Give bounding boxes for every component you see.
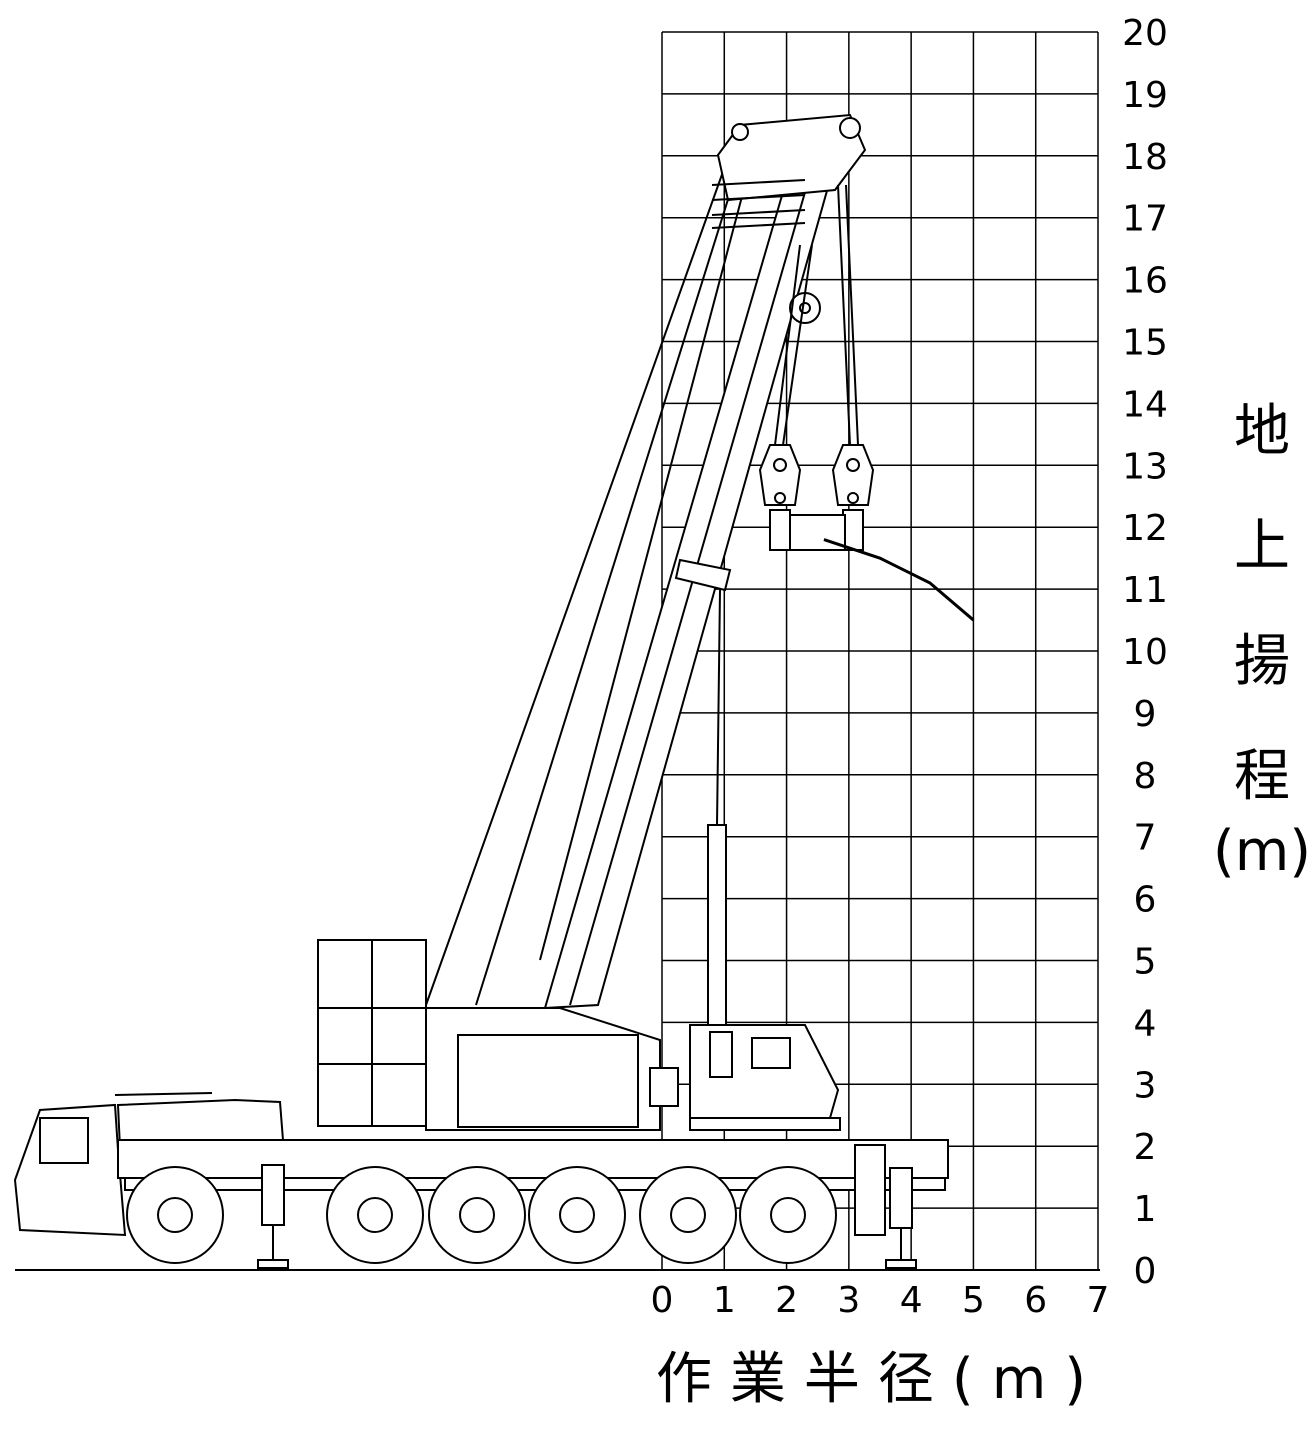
- hoist-rope-3: [837, 184, 851, 446]
- cylinder-mount: [674, 558, 732, 592]
- y-axis-title-char-5: (m): [1213, 819, 1311, 884]
- y-axis-title-char-3: 揚: [1234, 629, 1290, 694]
- side-box: [649, 1067, 679, 1107]
- y-tick-label: 17: [1122, 199, 1168, 240]
- y-tick-label: 12: [1122, 508, 1168, 549]
- pendant-line-2: [475, 144, 746, 1006]
- x-tick-label: 0: [651, 1280, 674, 1321]
- y-tick-label: 13: [1122, 446, 1168, 487]
- hook-path-line: [823, 538, 975, 622]
- sheave-left: [731, 123, 749, 141]
- y-axis-title: 地 上 揚 程 (m): [1213, 399, 1311, 884]
- operator-cab-window: [751, 1037, 791, 1069]
- y-tick-label: 11: [1122, 570, 1168, 611]
- y-tick-label: 10: [1122, 632, 1168, 673]
- rope-coils: [711, 179, 806, 229]
- crane-truck-illustration: [13, 113, 1100, 1271]
- operator-cab-door: [709, 1031, 733, 1078]
- wheels: [126, 1166, 837, 1264]
- outriggers: [257, 1144, 917, 1269]
- hoist-rope-4: [845, 184, 859, 446]
- x-tick-label: 5: [962, 1280, 985, 1321]
- y-tick-label: 20: [1122, 13, 1168, 54]
- y-tick-label: 1: [1134, 1189, 1157, 1230]
- sheave-right: [839, 117, 861, 139]
- x-tick-label: 1: [713, 1280, 736, 1321]
- y-tick-label: 3: [1134, 1065, 1157, 1106]
- x-tick-label: 7: [1087, 1280, 1110, 1321]
- y-tick-label: 16: [1122, 261, 1168, 302]
- y-axis-title-char-1: 地: [1234, 399, 1290, 464]
- y-tick-label: 5: [1134, 942, 1157, 983]
- y-tick-label: 2: [1134, 1127, 1157, 1168]
- chassis-frame: [117, 1139, 949, 1179]
- cab-window: [39, 1117, 89, 1164]
- x-tick-label: 2: [775, 1280, 798, 1321]
- boom-section-line: [569, 174, 811, 1006]
- counterweight: [317, 939, 427, 1127]
- cab-rail: [114, 1092, 213, 1096]
- y-tick-label: 7: [1134, 818, 1157, 859]
- y-tick-label: 15: [1122, 323, 1168, 364]
- x-tick-label: 6: [1024, 1280, 1047, 1321]
- y-axis-title-char-2: 上: [1234, 514, 1290, 579]
- y-tick-label: 9: [1134, 694, 1157, 735]
- boom-cylinder-lower: [707, 824, 727, 1026]
- y-tick-label: 0: [1134, 1251, 1157, 1292]
- y-tick-label: 8: [1134, 756, 1157, 797]
- hook-block-left: [758, 444, 802, 551]
- boom-cylinder-rod: [716, 589, 721, 826]
- hook-block-right: [831, 444, 875, 551]
- y-axis-title-char-4: 程: [1234, 744, 1290, 809]
- y-tick-label: 4: [1134, 1003, 1157, 1044]
- hook-path-series: [823, 538, 975, 622]
- x-axis-title: 作業半径(m): [656, 1347, 1104, 1412]
- x-tick-label: 3: [837, 1280, 860, 1321]
- superstructure-panel: [457, 1034, 639, 1128]
- boom-outer-line: [539, 184, 746, 961]
- y-tick-label: 18: [1122, 137, 1168, 178]
- hoist-rope-2: [782, 244, 813, 446]
- pendant-line-1: [425, 137, 736, 1006]
- y-tick-label: 19: [1122, 75, 1168, 116]
- hoist-rope-1: [774, 244, 801, 446]
- y-tick-label: 6: [1134, 880, 1157, 921]
- operator-cab-base: [689, 1117, 841, 1131]
- x-tick-label: 4: [900, 1280, 923, 1321]
- y-tick-label: 14: [1122, 384, 1168, 425]
